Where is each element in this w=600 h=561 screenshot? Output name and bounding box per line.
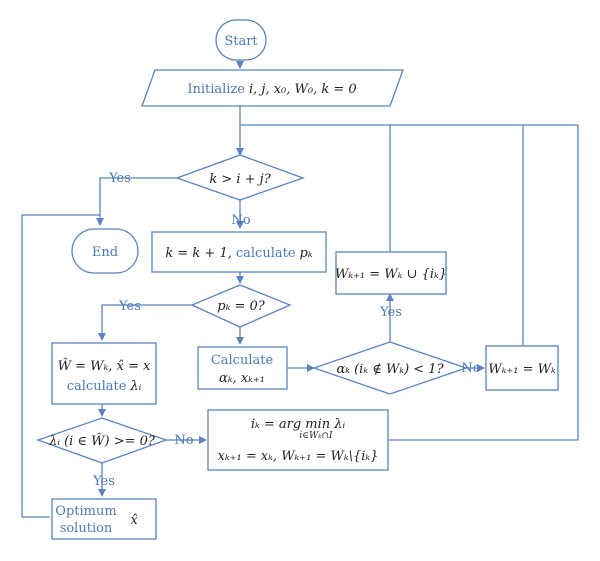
edge-argmin-merge — [388, 125, 579, 441]
update-k-node: k = k + 1, calculate pₖ — [151, 231, 327, 273]
decision-lambda-text: λᵢ (i ∈ Ŵ) >= 0? — [48, 433, 156, 449]
label-no-k: No — [231, 213, 250, 228]
update-k-expr: k = k + 1, — [165, 246, 231, 261]
w-union-node: Wₖ₊₁ = Wₖ ∪ {iₖ} — [335, 251, 447, 295]
optimum-var: x̂ — [130, 513, 138, 528]
label-yes-lambda: Yes — [92, 474, 115, 489]
decision-alpha-text: αₖ (iₖ ∉ Wₖ) < 1? — [336, 362, 444, 377]
w-keep-node: Wₖ₊₁ = Wₖ — [485, 345, 559, 391]
connectors — [21, 60, 579, 518]
update-x-text: xₖ₊₁ = xₖ, Wₖ₊₁ = Wₖ\{iₖ} — [218, 449, 379, 464]
update-k-calc-label: calculate — [236, 246, 296, 261]
edge-condp-setw — [98, 304, 195, 341]
decision-lambda: λᵢ (i ∈ Ŵ) >= 0? — [36, 417, 168, 464]
initialize-label: Initialize — [187, 82, 245, 97]
end-node: End — [71, 228, 139, 274]
optimum-node: Optimum solution x̂ — [51, 498, 157, 540]
calc-lambda-var: λᵢ — [129, 379, 141, 394]
argmin-node: iₖ = arg min λᵢ i∈Wₖ∩I xₖ₊₁ = xₖ, Wₖ₊₁ =… — [207, 409, 389, 471]
optimum-line1: Optimum — [55, 504, 116, 519]
edge-condk-end — [96, 177, 180, 226]
decision-alpha: αₖ (iₖ ∉ Wₖ) < 1? — [311, 341, 469, 395]
set-what-text: Ŵ = Wₖ, x̂ = x — [58, 358, 151, 374]
initialize-text: Initialize i, j, x₀, W₀, k = 0 — [187, 82, 356, 97]
start-label: Start — [224, 34, 258, 49]
start-node: Start — [215, 19, 267, 61]
label-yes-alpha: Yes — [379, 305, 402, 320]
edge-optimum-end — [21, 214, 100, 518]
calc-alpha-label: Calculate — [211, 353, 274, 368]
update-k-text: k = k + 1, calculate pₖ — [165, 246, 312, 261]
argmin-subscript: i∈Wₖ∩I — [299, 431, 333, 441]
update-k-pk: pₖ — [300, 246, 313, 261]
calc-lambda-label: calculate — [67, 379, 127, 394]
optimum-line2: solution — [60, 521, 113, 536]
w-keep-text: Wₖ₊₁ = Wₖ — [488, 362, 556, 377]
w-union-text: Wₖ₊₁ = Wₖ ∪ {iₖ} — [335, 267, 447, 282]
edge-labels: Yes No Yes Yes No No Yes — [92, 171, 481, 489]
calc-alpha-vars: αₖ, xₖ₊₁ — [219, 371, 265, 386]
decision-k-text: k > i + j? — [209, 172, 271, 187]
decision-k: k > i + j? — [175, 154, 305, 201]
label-yes-end: Yes — [108, 171, 131, 186]
calc-alpha-node: Calculate αₖ, xₖ₊₁ — [197, 346, 288, 390]
end-label: End — [92, 245, 118, 260]
decision-p-text: pₖ = 0? — [217, 299, 265, 314]
initialize-node: Initialize i, j, x₀, W₀, k = 0 — [141, 69, 404, 107]
label-no-alpha: No — [461, 361, 480, 376]
argmin-text: iₖ = arg min λᵢ — [251, 417, 346, 432]
label-yes-p: Yes — [118, 299, 141, 314]
decision-p: pₖ = 0? — [190, 284, 292, 328]
label-no-lambda: No — [174, 433, 193, 448]
initialize-vars: i, j, x₀, W₀, k = 0 — [249, 82, 357, 97]
